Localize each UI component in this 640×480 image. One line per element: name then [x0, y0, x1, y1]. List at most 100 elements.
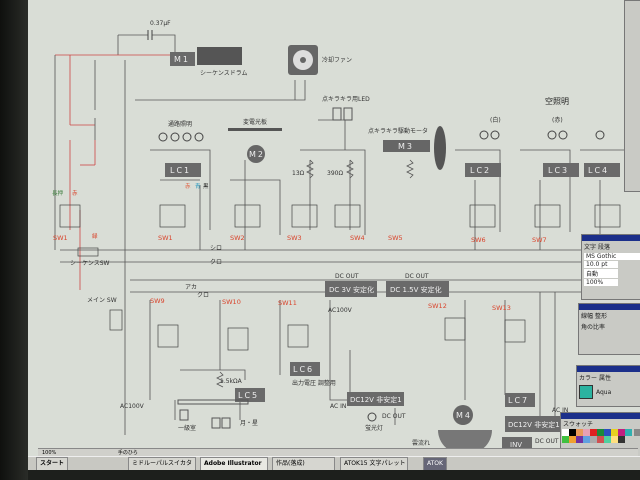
resistor-icons: [306, 159, 414, 179]
svg-text:LC6: LC6: [293, 365, 314, 374]
sw13-label: SW13: [492, 304, 511, 312]
dc12v-unit-1[interactable]: [347, 392, 404, 406]
m3-label: M3: [398, 142, 414, 151]
fill-swatch[interactable]: [579, 385, 593, 399]
sw2-label: SW2: [230, 234, 245, 242]
taskbar: スタート ミドルーパルスイカタ Adobe Illustrator 作品(落成)…: [28, 456, 640, 470]
room1-label: 一級室: [178, 424, 196, 432]
bulb-icon: [179, 409, 189, 421]
sw1-long-label: 長押: [52, 189, 64, 197]
tab-character[interactable]: 文字: [584, 244, 597, 251]
color-name: Aqua: [596, 388, 612, 396]
tab-color[interactable]: カラー: [579, 375, 598, 382]
current-tool[interactable]: 手のひら: [117, 450, 138, 456]
dc15v-regulator[interactable]: [386, 281, 449, 297]
fluorescent-lamp-icon: [367, 412, 377, 422]
svg-text:LC4: LC4: [588, 166, 609, 175]
moon-star-label: 月・星: [240, 420, 258, 427]
circuit-diagram[interactable]: 0.37μF M1 シーケンスドラム 冷却ファン 通路照明 変電光板 M2 点キ…: [28, 0, 640, 460]
white-label: (白): [490, 116, 501, 124]
toolbox[interactable]: [624, 0, 640, 192]
monitor-bezel: [0, 0, 28, 480]
lamp-icons: [158, 132, 204, 142]
light-panel-icon: [228, 128, 282, 131]
sw9-label: SW9: [150, 297, 165, 305]
taskbar-item-atok[interactable]: ATOK15 文字パレット: [340, 457, 408, 470]
m1-label: M1: [174, 55, 190, 64]
lc1-box[interactable]: [165, 163, 201, 177]
svg-text:LC5: LC5: [238, 391, 259, 400]
motor-m2[interactable]: [247, 145, 265, 163]
leading-field[interactable]: 自動: [584, 269, 618, 278]
cloud-label: 雲流れ: [412, 439, 430, 447]
sky-light-label: 空照明: [545, 96, 569, 106]
lc3-box[interactable]: [543, 163, 579, 177]
sw1-label: SW1: [158, 234, 173, 242]
lc2-box[interactable]: [465, 163, 501, 177]
motor-m3-label: 点キラキラ駆動モータ: [368, 127, 428, 135]
stroke-panel[interactable]: 線幅 整形 角の比率: [578, 303, 640, 355]
drum-label: シーケンスドラム: [200, 70, 248, 77]
sw12-label: SW12: [428, 302, 447, 310]
motor-m1[interactable]: [170, 52, 195, 66]
font-field[interactable]: MS Gothic: [584, 253, 640, 260]
character-panel[interactable]: 文字 段落 MS Gothic 10.0 pt 自動 100%: [581, 234, 640, 300]
svg-text:LC3: LC3: [548, 166, 569, 175]
ime-indicator[interactable]: ATOK: [423, 457, 447, 470]
ac-in-label: AC IN: [330, 403, 346, 410]
disk-icon: [434, 126, 446, 170]
color-panel[interactable]: カラー 属性 Aqua: [576, 365, 640, 407]
black-wire-label: クロ: [210, 259, 222, 266]
dc15v-label: DC 1.5V 安定化: [390, 285, 442, 294]
font-size-field[interactable]: 10.0 pt: [584, 261, 618, 268]
start-button[interactable]: スタート: [36, 457, 69, 470]
taskbar-item[interactable]: ミドルーパルスイカタ: [128, 457, 196, 470]
lc7-box[interactable]: [505, 393, 535, 407]
led-label: 点キラキラ用LED: [322, 95, 370, 103]
white-wire-label: シロ: [210, 245, 222, 252]
dc12v-label: DC12V 非安定1: [350, 395, 402, 404]
color-red: 赤: [185, 182, 191, 190]
voltage-adj-label: 出力電圧 調整用: [292, 379, 336, 387]
color-blue: 青: [195, 182, 201, 190]
tab-paragraph[interactable]: 段落: [597, 244, 610, 251]
color-black: 黒: [203, 183, 209, 190]
sequence-drum-icon: [197, 47, 242, 65]
motor-m4[interactable]: [453, 405, 473, 425]
fluorescent-label: 蛍光灯: [365, 424, 383, 432]
fan-label: 冷却ファン: [322, 56, 352, 64]
capacitor-label: 0.37μF: [150, 20, 171, 27]
sw1-green-label: 緑: [92, 232, 98, 240]
stroke-weight-label: 線幅: [581, 313, 594, 320]
resistor-label: 1.5kΩA: [220, 378, 243, 385]
status-bar: 100% 手のひら: [38, 448, 638, 457]
dc12v-unit-2[interactable]: [505, 416, 563, 432]
taskbar-item[interactable]: 作品(落成): [272, 457, 335, 470]
tab-attributes[interactable]: 属性: [598, 375, 611, 382]
inverter[interactable]: [502, 437, 532, 451]
lc6-box[interactable]: [290, 362, 320, 376]
tab-swatches[interactable]: スウォッチ: [563, 421, 594, 428]
r2-label: 390Ω: [327, 170, 343, 177]
main-sw-label: メイン SW: [87, 297, 117, 304]
lc4-box[interactable]: [584, 163, 620, 177]
sw1-red-label: 赤: [72, 189, 78, 197]
lc5-box[interactable]: [235, 388, 265, 402]
sw5-label: SW5: [388, 234, 403, 242]
tracking-field[interactable]: 100%: [584, 279, 618, 286]
ac-in-label-2: AC IN: [552, 407, 568, 414]
zoom-select[interactable]: 100%: [42, 450, 57, 456]
ac100v-label: AC100V: [120, 403, 145, 410]
miter-ratio-label: 角の比率: [581, 324, 606, 331]
r1-label: 13Ω: [292, 170, 305, 177]
motor-m3[interactable]: [383, 140, 430, 152]
tab-align[interactable]: 整形: [594, 313, 607, 320]
taskbar-item-illustrator[interactable]: Adobe Illustrator: [200, 457, 268, 470]
ac100v-label-2: AC100V: [328, 307, 353, 314]
swatch-grid[interactable]: [561, 428, 640, 444]
dc-out-label-3: DC OUT: [535, 438, 559, 445]
sw4-label: SW4: [350, 234, 365, 242]
dc3v-regulator[interactable]: [325, 281, 377, 297]
dc-out-label: DC OUT: [335, 273, 359, 280]
sw6-label: SW6: [471, 236, 486, 244]
